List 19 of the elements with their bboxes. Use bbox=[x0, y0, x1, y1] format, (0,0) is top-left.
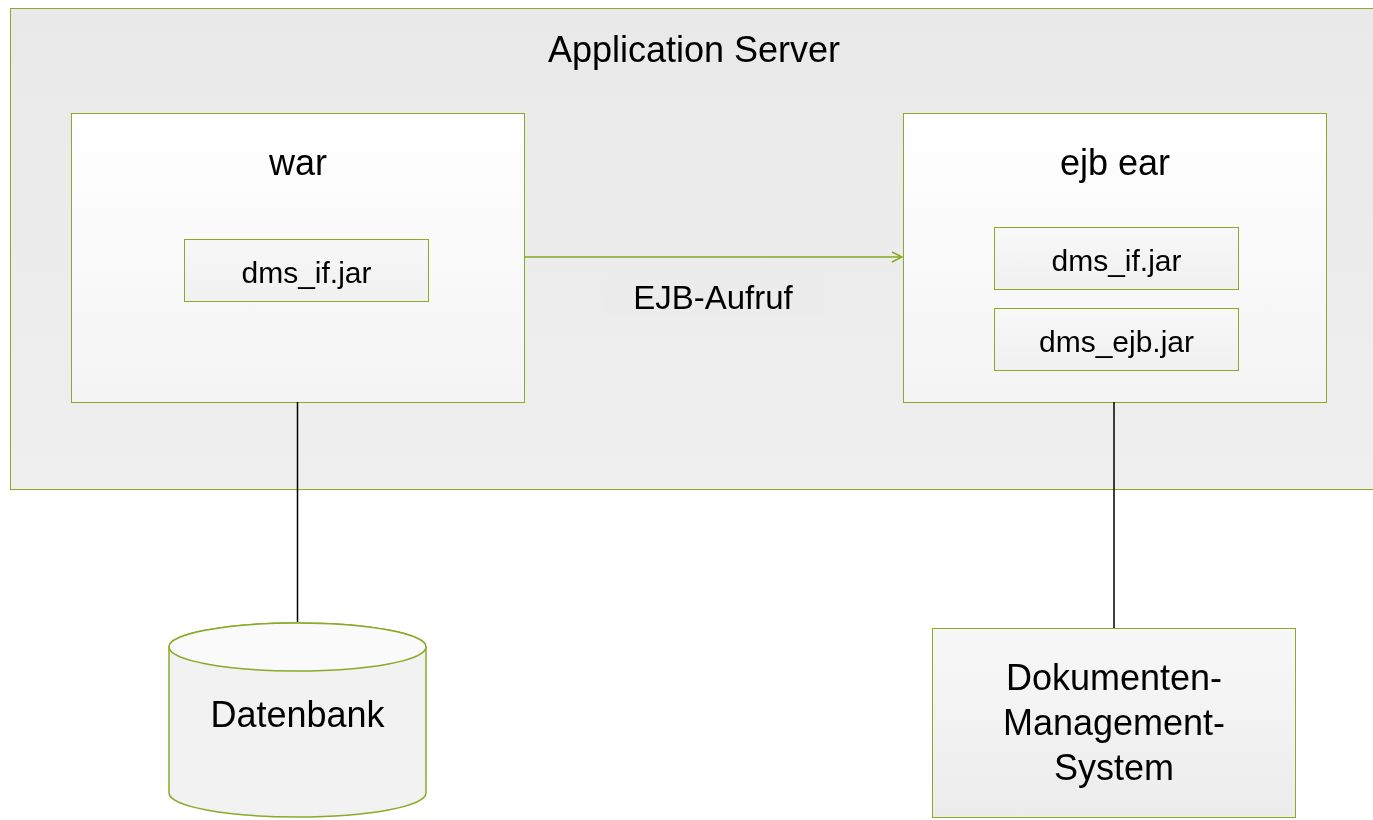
server-container bbox=[10, 8, 1373, 490]
container-title: ejb ear bbox=[1058, 141, 1172, 185]
module-box bbox=[903, 113, 1327, 403]
node-label: dms_if.jar bbox=[1050, 243, 1183, 279]
jar-box bbox=[994, 308, 1239, 371]
node-label: dms_if.jar bbox=[240, 255, 373, 291]
jar-box bbox=[994, 227, 1239, 290]
node-label: Dokumenten- Management- System bbox=[1001, 656, 1227, 790]
system-box bbox=[932, 628, 1296, 818]
container-title: war bbox=[268, 141, 328, 185]
connector-line bbox=[1113, 401, 1115, 629]
jar-box bbox=[184, 239, 429, 302]
database-cylinder bbox=[168, 622, 427, 818]
arrow bbox=[523, 251, 903, 263]
node-label: dms_ejb.jar bbox=[1037, 324, 1196, 360]
node-label: Datenbank bbox=[209, 693, 386, 737]
connector-line bbox=[296, 401, 299, 623]
container-title: Application Server bbox=[546, 28, 842, 72]
module-box bbox=[71, 113, 525, 403]
